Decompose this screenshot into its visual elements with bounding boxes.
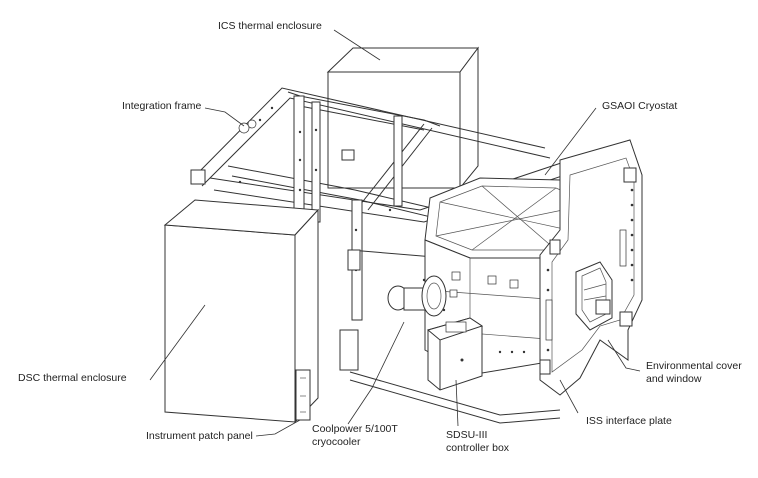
- label-ics-thermal-enclosure: ICS thermal enclosure: [218, 20, 322, 32]
- label-sdsu-1: SDSU-III: [446, 429, 488, 441]
- sdsu-controller-box: [426, 317, 484, 391]
- label-dsc-thermal-enclosure: DSC thermal enclosure: [18, 372, 127, 384]
- label-sdsu-2: controller box: [446, 442, 510, 454]
- label-instrument-patch-panel: Instrument patch panel: [146, 430, 253, 442]
- instrument-patch-panel: [295, 369, 311, 421]
- label-coolpower-1: Coolpower 5/100T: [312, 423, 398, 435]
- label-integration-frame: Integration frame: [122, 100, 202, 112]
- coolpower-cryocooler: [387, 275, 447, 317]
- leader-lines: [149, 29, 641, 437]
- label-environmental-cover-1: Environmental cover: [646, 360, 742, 372]
- ics-thermal-enclosure: [326, 46, 479, 190]
- integration-frame: [190, 87, 635, 424]
- label-environmental-cover-2: and window: [646, 373, 702, 385]
- label-coolpower-2: cryocooler: [312, 436, 361, 448]
- environmental-cover: [575, 261, 613, 331]
- label-gsaoi-cryostat: GSAOI Cryostat: [602, 100, 678, 112]
- label-iss-interface-plate: ISS interface plate: [586, 415, 672, 427]
- dsc-thermal-enclosure: [163, 199, 320, 424]
